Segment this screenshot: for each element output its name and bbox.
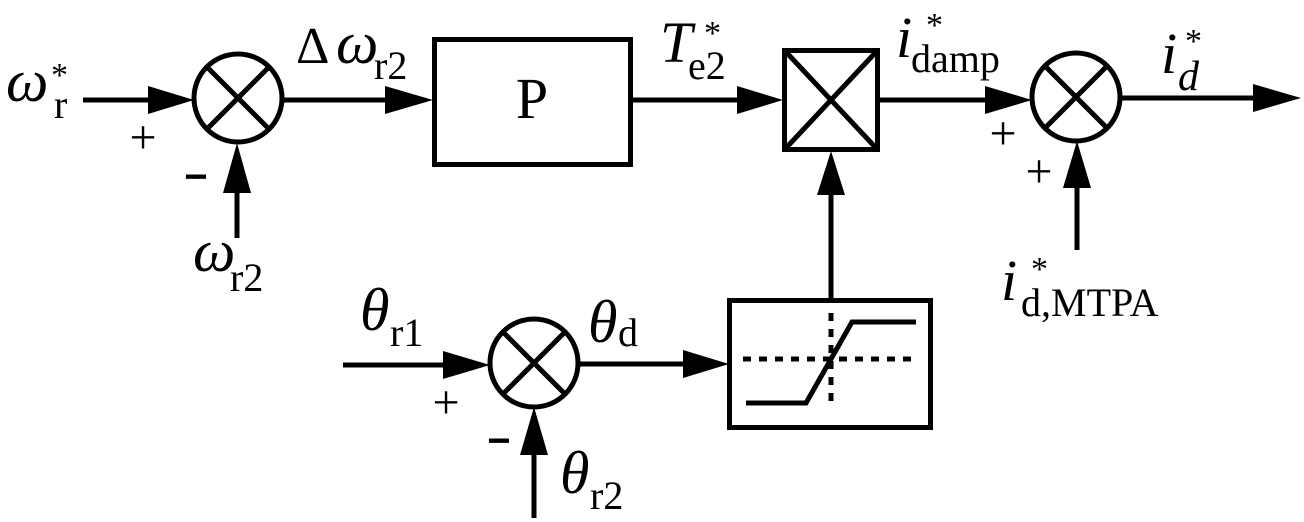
- arrowhead: [683, 350, 729, 378]
- sign-minus: −: [487, 419, 510, 463]
- label-main: ω: [336, 10, 378, 76]
- label-main: i: [1161, 21, 1177, 86]
- label-sub: d,MTPA: [1021, 280, 1159, 325]
- label-sub: damp: [911, 36, 1000, 81]
- signal-i-d-mtpa-ref: i * d,MTPA: [1001, 141, 1159, 325]
- sign-plus: +: [1025, 145, 1052, 198]
- gain-label: P: [516, 66, 548, 131]
- sign-minus: −: [184, 155, 207, 199]
- sum-junction-speed: [191, 51, 285, 145]
- label-sub: d: [618, 310, 638, 355]
- label-sub: r2: [374, 43, 407, 88]
- signal-i-damp-ref: i * damp: [880, 5, 1032, 114]
- arrowhead: [443, 351, 490, 379]
- signal-i-d-ref: i * d: [1120, 21, 1301, 112]
- multiplier-block: [782, 48, 880, 152]
- sign-plus: +: [989, 107, 1016, 160]
- signal-saturation-to-multiplier: [817, 151, 845, 298]
- saturation-block: [727, 298, 933, 430]
- label-sup: *: [704, 15, 721, 52]
- label-main: θ: [588, 289, 617, 355]
- label-sub: r: [54, 82, 67, 127]
- label-sup: *: [926, 7, 943, 44]
- gain-box: [432, 37, 633, 167]
- signal-theta-r2: θ r2: [520, 407, 623, 518]
- label-main: θ: [360, 277, 389, 343]
- signal-omega-r-ref: ω * r: [6, 48, 194, 127]
- sum-cross-line: [501, 330, 567, 396]
- label-main: i: [896, 5, 912, 70]
- label-main: ω: [193, 218, 235, 284]
- sign-plus: +: [129, 111, 156, 164]
- label-sub: r2: [230, 255, 263, 300]
- signal-theta-d: θ d: [578, 289, 729, 378]
- label-main: ω: [6, 48, 48, 114]
- label-sub: r1: [390, 310, 423, 355]
- label-prefix: Δ: [296, 18, 329, 75]
- label-sup: *: [1031, 251, 1048, 288]
- arrowhead: [985, 86, 1032, 114]
- label-main: θ: [560, 440, 589, 506]
- arrowhead: [385, 86, 433, 114]
- sum-cross-line: [1043, 64, 1109, 130]
- arrowhead: [223, 143, 251, 193]
- saturation-curve-icon: [746, 319, 916, 406]
- label-sub: d: [1178, 54, 1200, 100]
- arrowhead: [817, 151, 845, 195]
- arrowhead: [520, 407, 548, 455]
- sign-plus: +: [432, 376, 459, 429]
- label-sup: *: [51, 57, 68, 94]
- arrowhead: [148, 86, 194, 114]
- label-sub: e2: [688, 43, 726, 88]
- arrowhead: [1063, 141, 1091, 188]
- sum-junction-current: [1029, 50, 1123, 144]
- sum-junction-angle: [487, 316, 581, 410]
- arrowhead: [737, 86, 783, 114]
- label-main: i: [1001, 248, 1017, 313]
- label-sup: *: [1185, 23, 1202, 60]
- sum-cross-line: [205, 65, 271, 131]
- signal-te2-ref: T * e2: [633, 10, 783, 114]
- signal-delta-omega-r2: Δ ω r2: [282, 10, 433, 114]
- label-main: T: [660, 10, 696, 75]
- label-sub: r2: [590, 473, 623, 518]
- gain-block: P: [432, 37, 633, 167]
- arrowhead: [1253, 84, 1301, 112]
- multiplier-cross-line: [784, 50, 878, 150]
- signal-theta-r1: θ r1: [343, 277, 490, 379]
- signal-omega-r2: ω r2: [193, 143, 263, 300]
